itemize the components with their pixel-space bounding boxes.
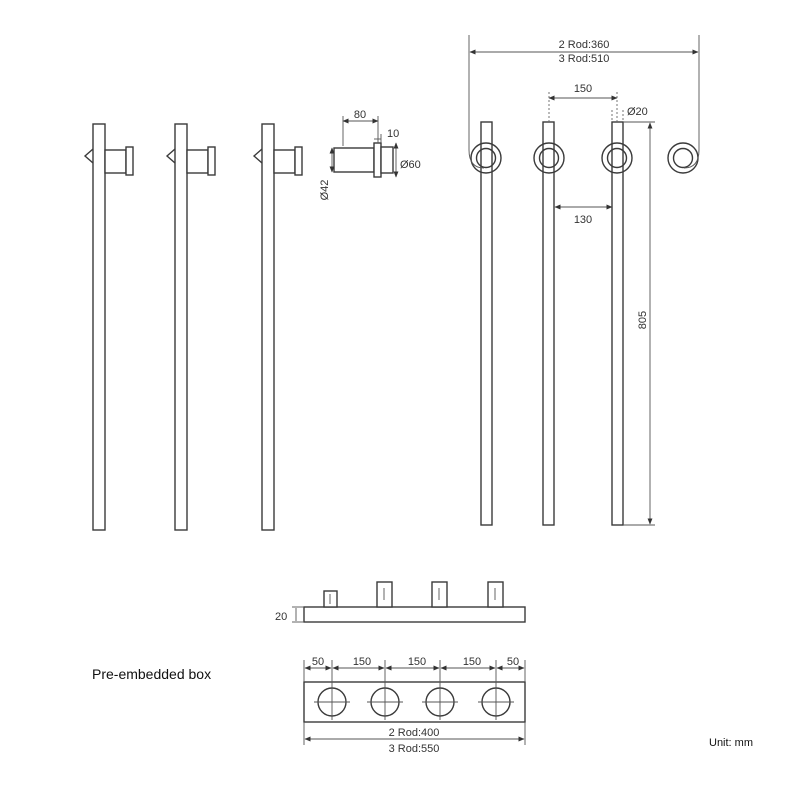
box-dim-5: 50: [507, 656, 519, 668]
box-side-view: [292, 581, 526, 623]
side-view-rod-2: [165, 123, 216, 531]
box-hole-2: [367, 684, 403, 720]
box-hole-3: [422, 684, 458, 720]
box-dim-3: 150: [408, 656, 426, 668]
rod-span-3-label: 3 Rod:510: [559, 53, 610, 65]
mount-detail: [329, 116, 399, 178]
box-height-label: 20: [275, 611, 287, 623]
box-width-2-label: 2 Rod:400: [389, 727, 440, 739]
box-front-view: [303, 660, 526, 745]
front-view-ring-4: [667, 142, 699, 174]
front-view-rod-1: [470, 121, 502, 526]
stem-diameter-label: Ø42: [319, 180, 331, 201]
flange-thickness-label: 10: [387, 128, 399, 140]
side-view-rod-3: [252, 123, 303, 531]
box-dim-1: 50: [312, 656, 324, 668]
flange-diameter-label: Ø60: [400, 159, 421, 171]
box-hole-4: [478, 684, 514, 720]
spacing-label: 150: [574, 83, 592, 95]
box-dim-2: 150: [353, 656, 371, 668]
side-view-rod-1: [83, 123, 134, 531]
rod-span-dimension: [468, 35, 700, 169]
unit-label: Unit: mm: [709, 737, 753, 749]
box-title: Pre-embedded box: [92, 666, 211, 682]
spacing-dimension: [548, 92, 624, 122]
height-label: 805: [637, 311, 649, 329]
box-width-3-label: 3 Rod:550: [389, 743, 440, 755]
box-hole-1: [314, 684, 350, 720]
offset-label: 130: [574, 214, 592, 226]
height-dimension: [623, 121, 655, 526]
front-view-rod-3: [601, 121, 633, 526]
box-dim-4: 150: [463, 656, 481, 668]
rod-span-2-label: 2 Rod:360: [559, 39, 610, 51]
depth-label: 80: [354, 109, 366, 121]
front-view-rod-2: [533, 121, 565, 526]
rod-diameter-label: Ø20: [627, 106, 648, 118]
